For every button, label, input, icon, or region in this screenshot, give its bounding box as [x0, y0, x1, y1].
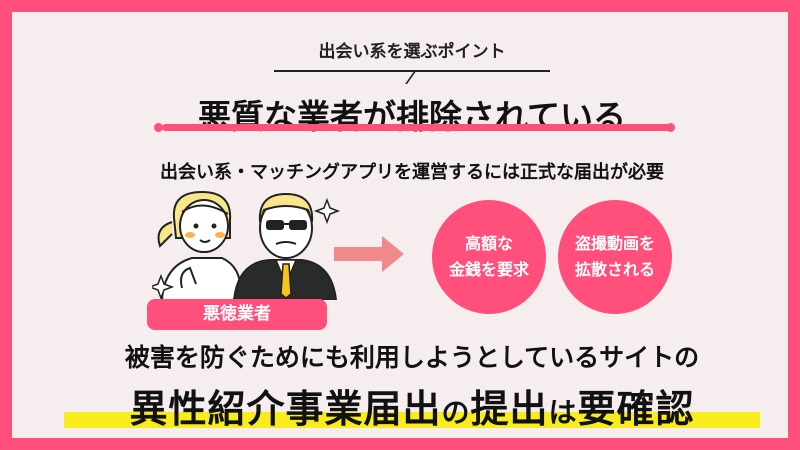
footer-particle: の [441, 396, 471, 429]
consequence-line: 盗撮動画を [574, 234, 655, 253]
subtitle: 出会い系・マッチングアプリを運営するには正式な届出が必要 [160, 162, 664, 183]
footer-emphasis: 要確認 [577, 387, 695, 431]
woman-figure [157, 190, 242, 300]
footer-emphasis: 提出 [470, 387, 549, 431]
consequence-line: 拡散される [574, 260, 655, 279]
consequence-circle-money: 高額な 金銭を要求 [432, 200, 546, 314]
consequence-circle-video: 盗撮動画を 拡散される [558, 200, 672, 314]
title-underline [162, 124, 672, 131]
consequence-line: 高額な [464, 234, 513, 253]
footer-line-2: 異性紹介事業届出の提出は要確認 [12, 378, 800, 433]
consequence-line: 金銭を要求 [448, 260, 529, 279]
footer-emphasis: 異性紹介事業届出 [129, 387, 442, 431]
scammer-badge: 悪徳業者 [147, 299, 327, 330]
underline-dot-right [666, 123, 675, 132]
footer-line-1: 被害を防ぐためにも利用しようとしているサイトの [124, 343, 700, 372]
kicker-underline [274, 70, 550, 72]
man-figure [232, 192, 338, 300]
scammer-illustration [152, 190, 341, 300]
kicker-text: 出会い系を選ぶポイント [318, 42, 506, 62]
speech-tail [391, 70, 417, 84]
underline-dot-left [154, 123, 163, 132]
arrow-right-icon [334, 236, 404, 272]
footer-highlight [64, 412, 760, 428]
footer-particle: は [548, 396, 578, 429]
